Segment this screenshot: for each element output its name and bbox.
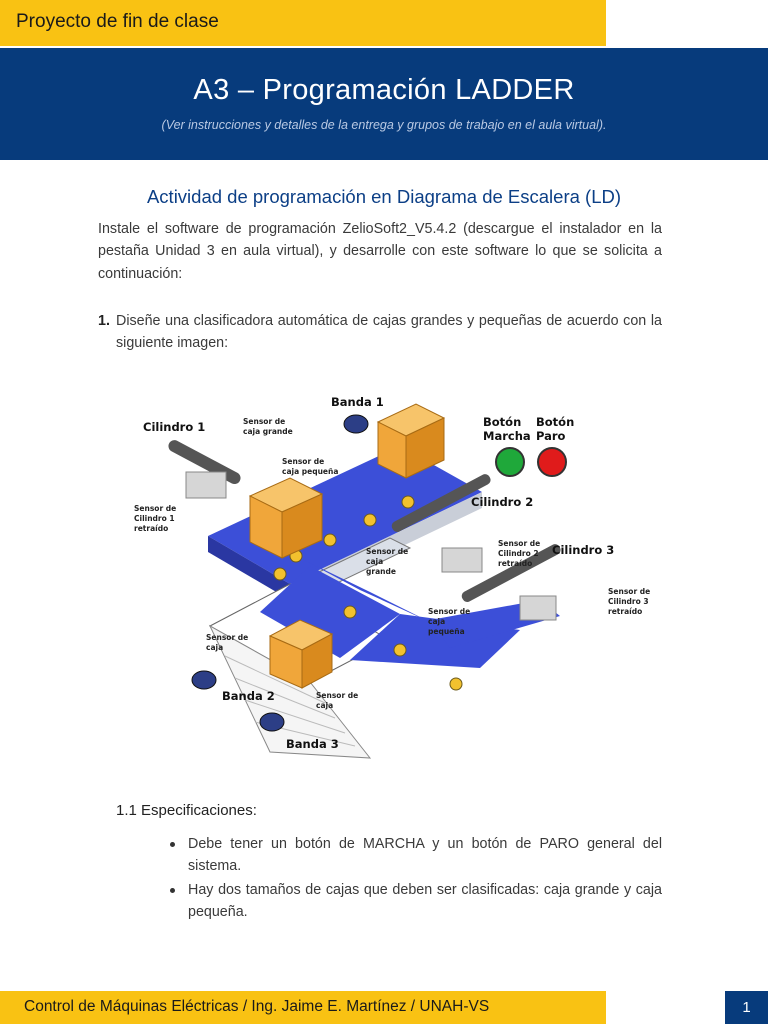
page-number: 1 [725,991,768,1024]
label-sensor-caja-pequena-2: caja pequeña [282,467,338,476]
project-label: Proyecto de fin de clase [16,11,219,32]
label-boton-paro-2: Paro [536,429,566,443]
label-sensor-cil2-1: Sensor de [498,539,540,548]
banda-3-conveyor [260,537,560,691]
label-sensor-caja-1: Sensor de [206,633,248,642]
footer-bar: Control de Máquinas Eléctricas / Ing. Ja… [0,991,606,1024]
label-sensor-caja-b-1: Sensor de [316,691,358,700]
label-sensor-mid-1: Sensor de [366,547,408,556]
bullet-icon [170,842,175,847]
green-start-button-icon [495,447,525,477]
label-cilindro-2: Cilindro 2 [471,495,533,509]
cilindro-1 [168,440,241,499]
label-sensor-caja-grande-2: caja grande [243,427,293,436]
label-sensor-cil1-3: retraído [134,524,168,533]
title-banner: A3 – Programación LADDER (Ver instruccio… [0,48,768,160]
cilindro-3 [461,544,561,621]
motors [191,414,369,732]
label-sensor-caja-grande-1: Sensor de [243,417,285,426]
item-text: Diseñe una clasificadora automática de c… [116,313,662,352]
header-project-bar: Proyecto de fin de clase [0,0,606,46]
list-item: Debe tener un botón de MARCHA y un botón… [162,833,662,878]
label-banda-1: Banda 1 [331,395,384,409]
label-boton-marcha-1: Botón [483,415,521,429]
label-sensor-mid-3: grande [366,567,396,576]
label-sensor-cil3-1: Sensor de [608,587,650,596]
label-sensor-caja-pequena-1: Sensor de [282,457,324,466]
bullet-icon [170,887,175,893]
label-sensor-cil2-3: retraído [498,559,532,568]
numbered-item-1: 1. Diseñe una clasificadora automática d… [98,310,662,355]
item-number: 1. [98,313,110,329]
page-subtitle: (Ver instrucciones y detalles de la entr… [161,118,607,132]
footer-text: Control de Máquinas Eléctricas / Ing. Ja… [24,998,490,1015]
caja-pequena [268,619,334,689]
label-banda-3: Banda 3 [286,737,339,751]
activity-intro: Instale el software de programación Zeli… [98,221,662,282]
label-sensor-cil3-2: Cilindro 3 [608,597,649,606]
label-cilindro-3: Cilindro 3 [552,543,614,557]
label-boton-marcha-2: Marcha [483,429,531,443]
label-sensor-mid2-1: Sensor de [428,607,470,616]
label-boton-paro-1: Botón [536,415,574,429]
label-sensor-mid2-2: caja [428,617,445,626]
label-sensor-cil1-2: Cilindro 1 [134,514,175,523]
specs-title: 1.1 Especificaciones: [116,802,257,819]
activity-title: Actividad de programación en Diagrama de… [146,186,622,207]
label-sensor-cil3-3: retraído [608,607,642,616]
caja-grande-1 [376,403,446,479]
label-cilindro-1: Cilindro 1 [143,420,205,434]
list-item: Hay dos tamaños de cajas que deben ser c… [162,879,662,924]
specs-list: Debe tener un botón de MARCHA y un botón… [162,833,662,925]
label-sensor-cil1-1: Sensor de [134,504,176,513]
label-sensor-cil2-2: Cilindro 2 [498,549,539,558]
label-sensor-mid-2: caja [366,557,383,566]
caja-grande-2 [248,477,324,559]
page-title: A3 – Programación LADDER [193,74,575,106]
label-banda-2: Banda 2 [222,689,275,703]
cilindro-2 [391,474,491,573]
label-sensor-mid2-3: pequeña [428,627,465,636]
label-sensor-caja-b-2: caja [316,701,333,710]
red-stop-button-icon [537,447,567,477]
sorting-machine-diagram: Banda 1 Cilindro 1 Botón Marcha Botón Pa… [134,395,650,759]
label-sensor-caja-2: caja [206,643,223,652]
